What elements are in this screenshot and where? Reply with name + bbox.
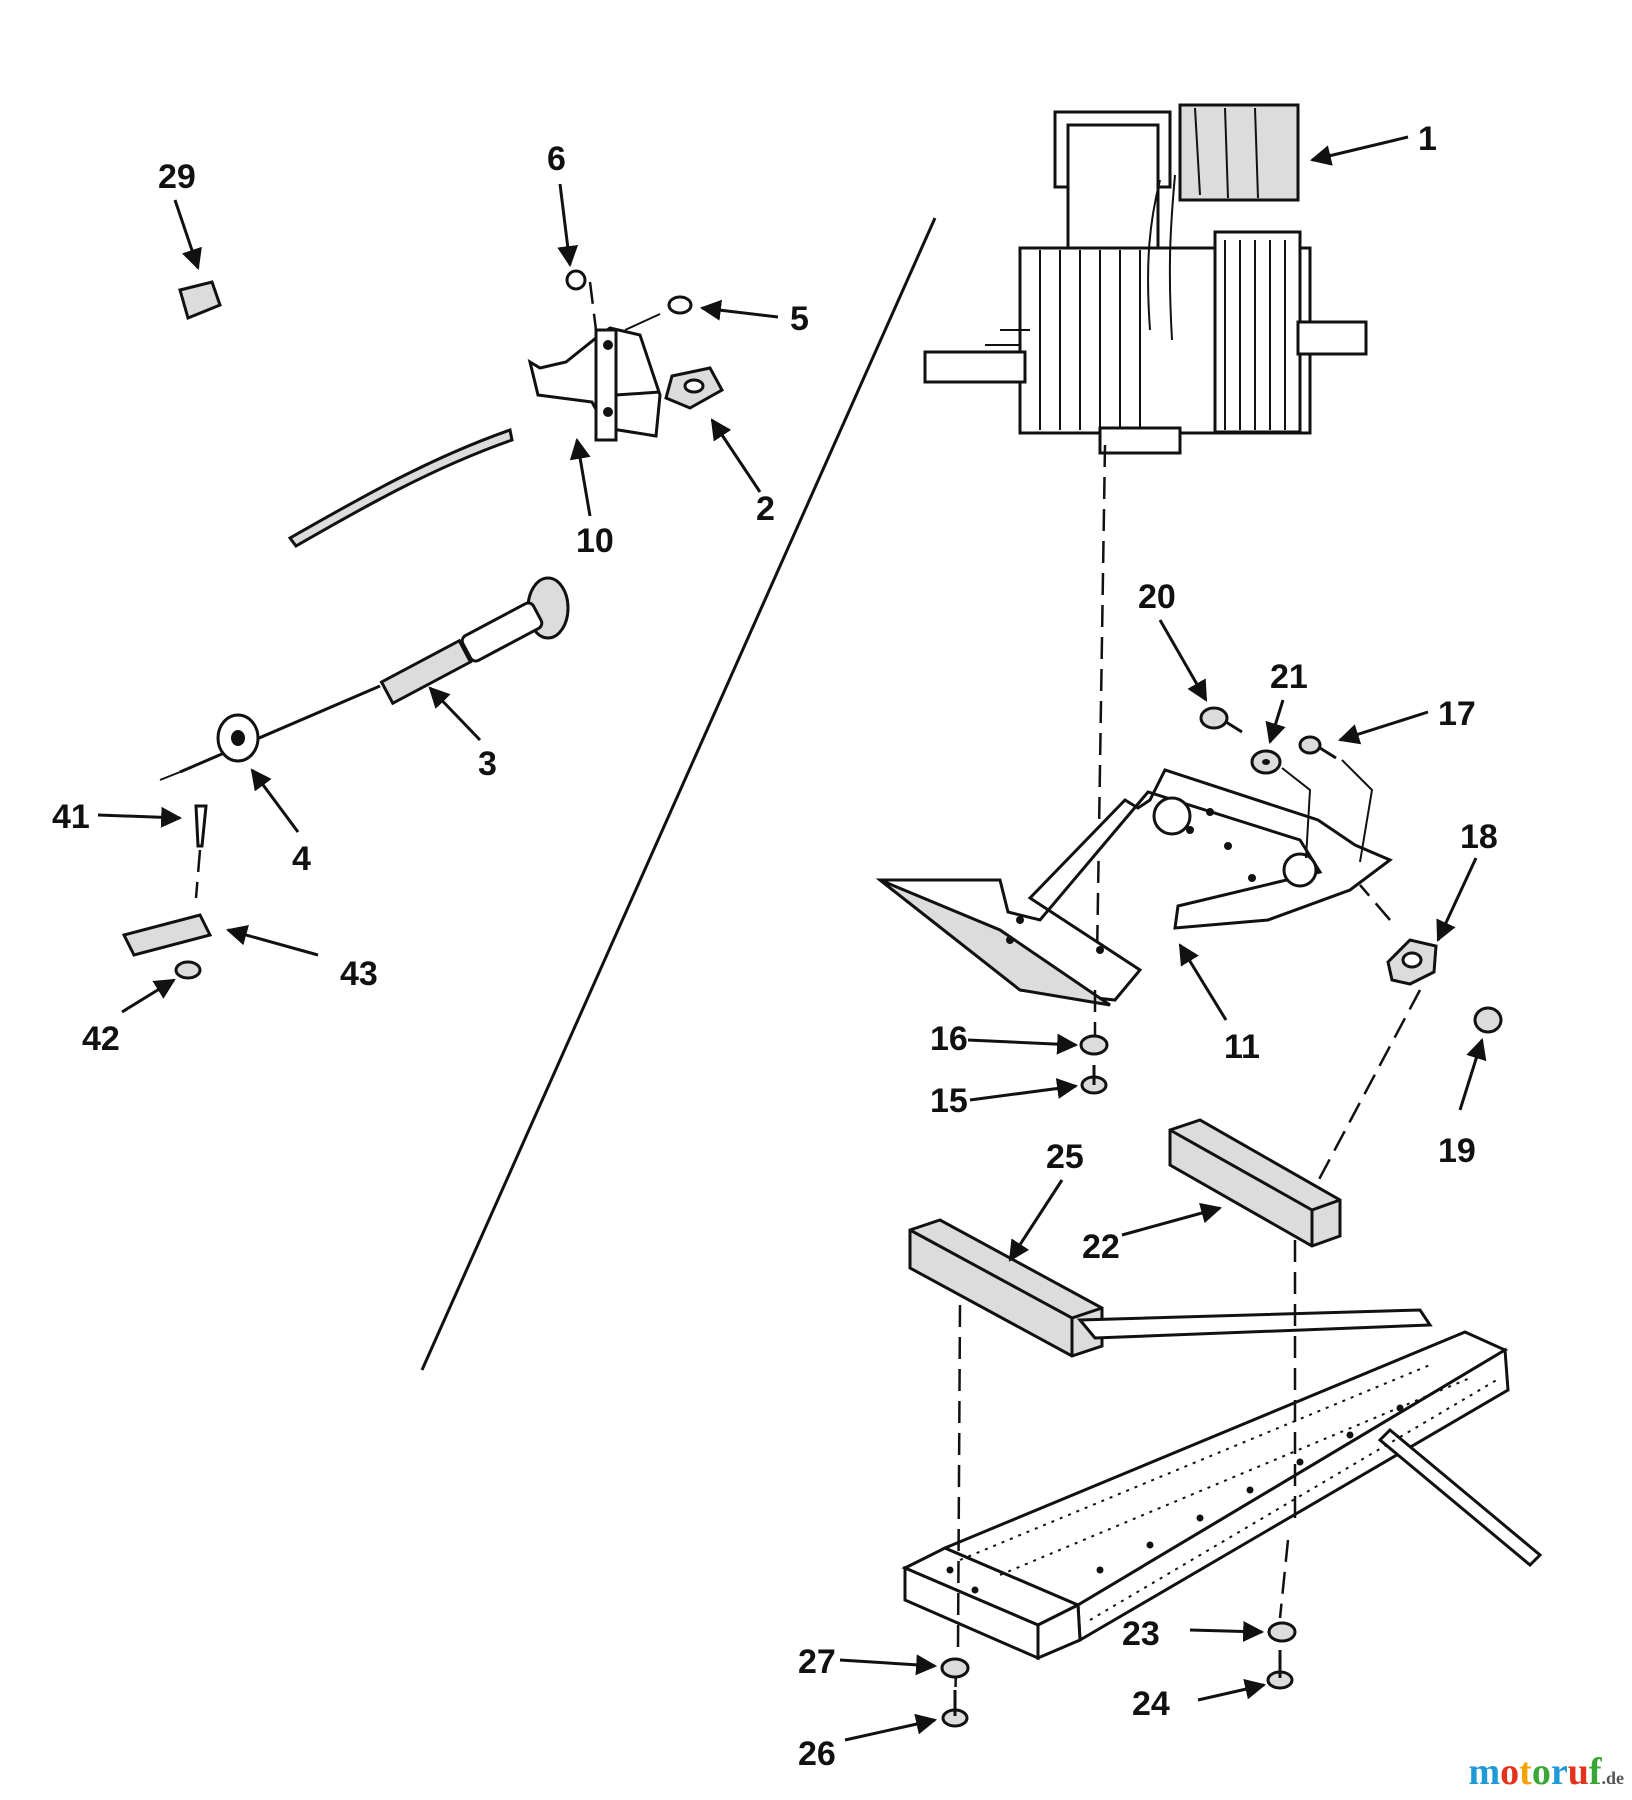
assembly-line-22-lower [1278,1539,1290,1619]
watermark-letter: r [1550,1751,1568,1793]
label-43: 43 [340,955,378,993]
block-22 [1168,1118,1342,1248]
leader-arrow-1 [1309,135,1409,166]
leader-arrow-43 [225,924,319,957]
screw [624,295,693,331]
leader-arrow-17 [1337,710,1429,745]
block-25 [908,1218,1104,1358]
bolt-15 [1080,1065,1108,1095]
watermark-letter: o [1500,1751,1520,1793]
label-17: 17 [1438,695,1476,733]
spring-clip [565,269,598,331]
watermark-letter: m [1468,1751,1501,1793]
washer-21 [1250,749,1312,859]
label-25: 25 [1046,1138,1084,1176]
leader-arrow-3 [428,686,482,742]
label-11: 11 [1224,1028,1260,1066]
choke-cable [159,576,570,781]
label-18: 18 [1460,818,1498,856]
leader-arrow-10 [569,437,592,517]
engine-base-plate [875,768,1393,1007]
label-24: 24 [1132,1685,1170,1723]
bolt-26 [941,1690,969,1728]
engine [923,103,1368,455]
label-21: 21 [1270,658,1308,696]
watermark-suffix: .de [1601,1768,1625,1788]
assembly-line-engine [1095,444,1107,961]
watermark-letter: o [1531,1751,1551,1793]
mounting-plate [664,366,725,410]
leader-arrow-18 [1436,857,1478,942]
separator-line [420,217,937,1371]
leader-arrow-27 [839,1654,938,1676]
washer-23 [1267,1621,1297,1643]
leader-arrow-16 [967,1033,1079,1055]
leader-arrow-22 [1121,1202,1223,1237]
label-5: 5 [790,300,809,338]
assembly-line-18 [1298,989,1422,1216]
leader-arrow-19 [1458,1037,1487,1111]
label-1: 1 [1418,120,1437,158]
washer-16 [1079,990,1109,1056]
tractor-frame [901,1308,1543,1661]
leader-arrow-41 [97,806,183,828]
watermark-letter: u [1567,1751,1589,1793]
label-15: 15 [930,1082,968,1120]
nut-19 [1473,1006,1503,1034]
control-bracket [287,326,662,548]
leader-arrow-2 [710,418,762,493]
label-10: 10 [576,522,614,560]
label-16: 16 [930,1020,968,1058]
bolt-20 [1199,706,1243,734]
watermark-letter: t [1519,1751,1532,1793]
label-6: 6 [547,140,566,178]
label-41: 41 [52,798,90,836]
leader-arrow-23 [1189,1620,1265,1642]
watermark-letter: f [1588,1751,1602,1793]
label-22: 22 [1082,1228,1120,1266]
leader-arrow-20 [1158,619,1208,702]
leader-arrow-5 [699,299,779,321]
leader-arrow-6 [557,183,579,268]
cable-nut [216,713,260,763]
leader-arrow-42 [121,978,176,1014]
label-4: 4 [292,840,311,878]
label-23: 23 [1122,1615,1160,1653]
label-42: 42 [82,1020,120,1058]
leader-arrow-15 [969,1078,1079,1102]
leader-arrow-29 [173,199,202,270]
watermark-logo: motoruf.de [1469,1750,1624,1794]
label-19: 19 [1438,1132,1476,1170]
label-20: 20 [1138,578,1176,616]
assembly-line-25 [956,1304,962,1649]
washer-27 [940,1657,970,1679]
label-29: 29 [158,158,196,196]
leader-arrow-24 [1197,1678,1267,1702]
bolt-24 [1266,1650,1294,1690]
watermark-text: motoruf [1469,1751,1602,1793]
label-2: 2 [756,490,775,528]
label-3: 3 [478,745,497,783]
label-27: 27 [798,1643,836,1681]
leader-arrow-11 [1178,943,1228,1021]
leader-arrow-4 [250,768,300,833]
cable-clamp-assembly [121,804,213,980]
clip-29 [178,280,222,321]
bolt-17 [1298,735,1374,863]
label-26: 26 [798,1735,836,1773]
leader-arrow-26 [844,1713,938,1742]
mount-18 [1359,884,1438,986]
leader-arrow-25 [1008,1179,1064,1262]
leader-arrow-21 [1265,699,1286,745]
